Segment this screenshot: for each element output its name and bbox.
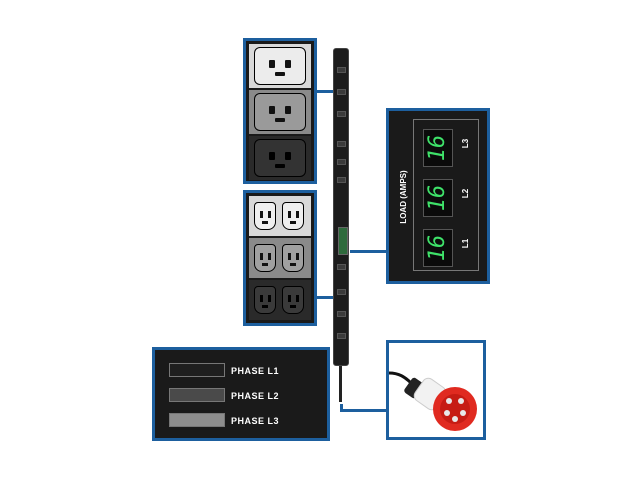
phase-l1-swatch [169,363,225,377]
load-display-callout: LOAD (AMPS) 16 16 16 L3 L2 L1 [386,108,490,284]
c13-outlet-icon [254,286,276,314]
pdu-outlet [337,89,346,95]
pdu-outlet [337,333,346,339]
phase-l3-legend-label: PHASE L3 [231,416,280,426]
phase-l1-reading: 16 [423,229,453,267]
callout-connector [340,409,386,412]
c13-outlet-icon [254,244,276,272]
c13-outlet-icon [282,286,304,314]
pdu-outlet [337,311,346,317]
pdu-display-module [338,227,348,255]
callout-connector [317,90,333,93]
callout-connector [340,404,343,412]
pdu-outlet [337,111,346,117]
load-display-title: LOAD (AMPS) [399,170,408,224]
callout-connector [350,250,386,253]
phase-l2-reading: 16 [423,179,453,217]
c19-outlet-icon [254,139,306,177]
c13-outlet-icon [282,244,304,272]
phase-l3-swatch [169,413,225,427]
c19-outlet-callout [243,38,317,184]
phase-legend-callout: PHASE L1 PHASE L2 PHASE L3 [152,347,330,441]
c19-outlet-icon [254,93,306,131]
pdu-cord [339,366,342,402]
iec-plug-callout [386,340,486,440]
pdu-strip [333,48,349,366]
pdu-outlet [337,177,346,183]
phase-l2-swatch [169,388,225,402]
pdu-outlet [337,67,346,73]
phase-l3-label: L3 [461,138,471,149]
phase-l3-reading: 16 [423,129,453,167]
phase-l1-legend-label: PHASE L1 [231,366,280,376]
c13-outlet-callout [243,190,317,326]
pdu-outlet [337,264,346,270]
phase-l2-legend-label: PHASE L2 [231,391,280,401]
callout-connector [317,296,333,299]
phase-l2-label: L2 [461,188,471,199]
c19-outlet-icon [254,47,306,85]
pdu-outlet [337,289,346,295]
c13-outlet-icon [254,202,276,230]
pdu-outlet [337,141,346,147]
phase-l1-label: L1 [461,238,471,249]
c13-outlet-icon [282,202,304,230]
display-bezel [413,119,479,271]
iec-plug-icon [389,371,477,431]
pdu-outlet [337,159,346,165]
